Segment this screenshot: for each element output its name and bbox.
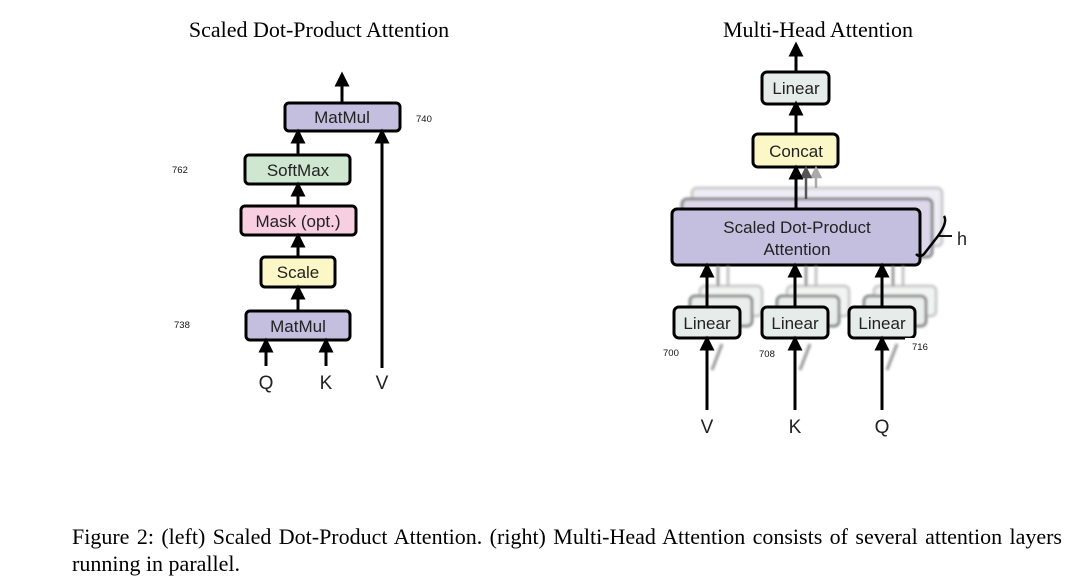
mha-input-k-label: K	[789, 417, 802, 438]
svg-text:Scale: Scale	[277, 263, 320, 282]
input-k-label: K	[320, 373, 333, 394]
annotation-740: 740	[416, 114, 432, 125]
annotation-716: 716	[912, 342, 928, 353]
annotation-708-bg	[757, 343, 785, 363]
right-panel-title: Multi-Head Attention	[723, 17, 913, 42]
svg-text:Scaled Dot-Product: Scaled Dot-Product	[723, 218, 871, 237]
mask-box: Mask (opt.)	[239, 204, 358, 237]
figure-caption: Figure 2: (left) Scaled Dot-Product Atte…	[72, 524, 1062, 576]
annotation-700-bg	[660, 340, 690, 362]
annotation-762: 762	[172, 165, 188, 176]
softmax-box: SoftMax	[243, 153, 352, 186]
input-q-label: Q	[259, 373, 274, 394]
svg-text:Linear: Linear	[858, 314, 906, 333]
linear-output-box: Linear	[760, 70, 831, 106]
annotation-700: 700	[663, 348, 679, 359]
svg-text:MatMul: MatMul	[270, 317, 326, 336]
mha-input-v-label: V	[701, 417, 714, 438]
annotation-738: 738	[174, 320, 190, 331]
linear-v-box: Linear	[672, 305, 742, 340]
svg-text:Linear: Linear	[772, 79, 820, 98]
linear-k-box: Linear	[760, 305, 830, 340]
heads-brace-icon	[915, 215, 947, 258]
multi-head-attention-panel: Multi-Head Attention Linear Concat Scale…	[660, 17, 967, 438]
annotation-716-bg	[905, 338, 935, 356]
svg-text:Linear: Linear	[771, 314, 819, 333]
svg-text:Concat: Concat	[769, 142, 823, 161]
left-panel-title: Scaled Dot-Product Attention	[189, 17, 449, 42]
matmul-top-box: MatMul	[283, 101, 402, 133]
svg-text:Mask (opt.): Mask (opt.)	[255, 212, 340, 231]
concat-box: Concat	[751, 132, 840, 169]
scaled-dot-product-attention-box: Scaled Dot-Product Attention	[670, 207, 922, 267]
mha-input-q-label: Q	[875, 417, 890, 438]
svg-text:Attention: Attention	[763, 240, 830, 259]
ghost-input-arrows	[710, 343, 899, 371]
svg-text:MatMul: MatMul	[314, 108, 370, 127]
input-v-label: V	[376, 373, 389, 394]
annotation-708: 708	[759, 349, 775, 360]
svg-text:SoftMax: SoftMax	[267, 161, 330, 180]
scale-box: Scale	[259, 255, 337, 289]
svg-text:Linear: Linear	[683, 314, 731, 333]
matmul-bottom-box: MatMul	[244, 309, 352, 342]
linear-q-box: Linear	[847, 305, 917, 340]
scaled-dot-product-attention-panel: Scaled Dot-Product Attention MatMul 740 …	[172, 17, 449, 394]
heads-label: h	[957, 229, 967, 249]
